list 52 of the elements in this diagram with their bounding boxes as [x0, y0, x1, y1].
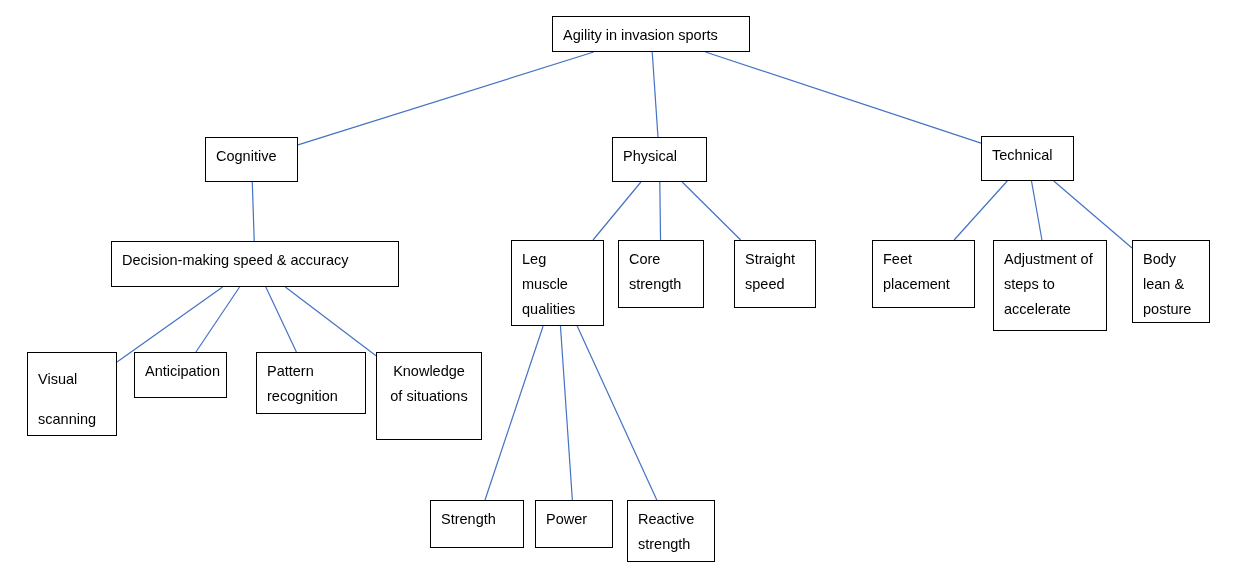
box-label: Reactive strength [638, 510, 696, 554]
connector-line [116, 286, 224, 363]
box-label: Adjustment of steps to accelerate [1004, 250, 1094, 319]
text-box [430, 500, 524, 548]
text-box [993, 240, 1107, 331]
text-box [111, 241, 399, 287]
text-box [872, 240, 975, 308]
box-label: Decision-making speed & accuracy [122, 251, 350, 270]
text-box [618, 240, 704, 308]
box-label: Power [546, 510, 589, 529]
connector-line [484, 325, 544, 501]
text-box [552, 16, 750, 52]
box-label: Physical [623, 147, 678, 166]
text-box [27, 352, 117, 436]
connector-line [195, 286, 241, 353]
connector-line [297, 51, 595, 146]
connector-line [251, 181, 255, 242]
box-label: Leg muscle qualities [522, 250, 577, 319]
box-label: Cognitive [216, 147, 278, 166]
connector-line [659, 181, 662, 241]
text-box [535, 500, 613, 548]
connector-line [704, 51, 982, 144]
text-box [981, 136, 1074, 181]
text-box [134, 352, 227, 398]
text-box [612, 137, 707, 182]
connector-line [1053, 180, 1133, 249]
connector-line [1030, 180, 1043, 241]
box-label: Body lean & posture [1143, 250, 1193, 319]
text-box [511, 240, 604, 326]
box-label: Technical [992, 146, 1054, 165]
text-box [256, 352, 366, 414]
box-label: Strength [441, 510, 497, 529]
connector-line [265, 286, 297, 353]
connector-line [953, 180, 1008, 241]
connector-line [576, 325, 658, 501]
text-box [1132, 240, 1210, 323]
text-box [376, 352, 482, 440]
text-box [627, 500, 715, 562]
box-label: Feet placement [883, 250, 951, 294]
box-label: Straight speed [745, 250, 796, 294]
text-box [734, 240, 816, 308]
connector-line [284, 286, 377, 357]
connector-line [559, 325, 573, 501]
connector-line [681, 181, 742, 241]
box-label: Core strength [629, 250, 683, 294]
connector-line [651, 51, 659, 138]
text-box [205, 137, 298, 182]
connector-line [592, 181, 642, 241]
box-label: Visual scanning [38, 370, 98, 429]
box-label: Agility in invasion sports [563, 26, 719, 45]
box-label: Knowledge of situations [389, 362, 469, 406]
box-label: Pattern recognition [267, 362, 339, 406]
